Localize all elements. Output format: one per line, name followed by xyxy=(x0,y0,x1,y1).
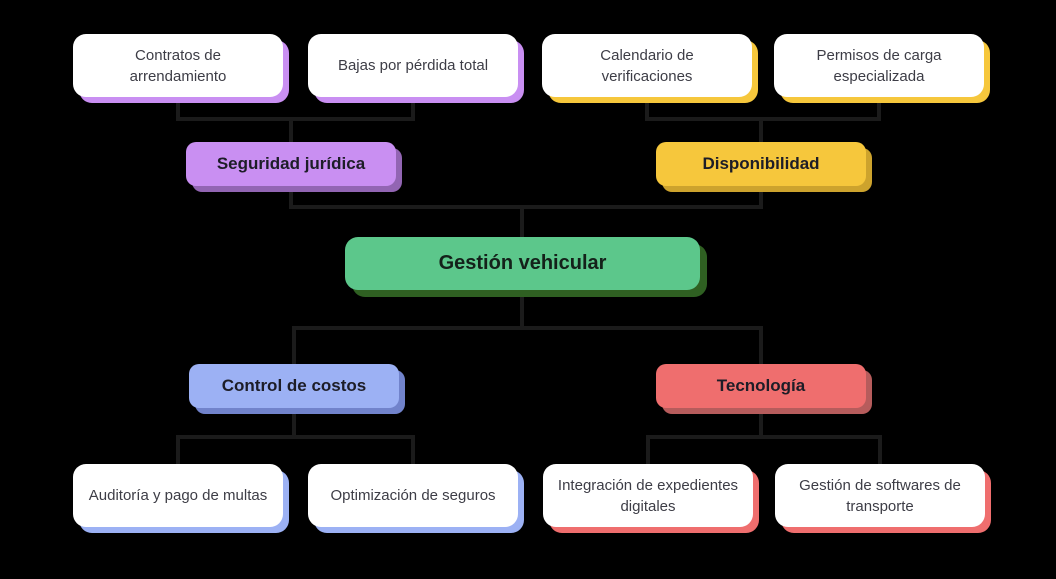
leaf-node-calendario-verificaciones[interactable]: Calendario de verificaciones xyxy=(542,34,752,97)
connector-line xyxy=(646,435,882,439)
leaf-node-label: Integración de expedientes digitales xyxy=(557,476,739,515)
leaf-node-label: Calendario de verificaciones xyxy=(600,46,694,85)
leaf-node-label: Auditoría y pago de multas xyxy=(88,487,268,504)
connector-line xyxy=(645,101,649,119)
branch-node-label: Seguridad jurídica xyxy=(216,154,366,173)
leaf-node-integracion-expedientes[interactable]: Integración de expedientes digitales xyxy=(543,464,753,527)
connector-line xyxy=(520,207,524,237)
connector-line xyxy=(292,408,296,439)
leaf-node-bajas-perdida-total[interactable]: Bajas por pérdida total xyxy=(308,34,518,97)
leaf-node-label: Contratos de arrendamiento xyxy=(129,46,227,85)
connector-line xyxy=(176,117,415,121)
connector-line xyxy=(176,435,415,439)
connector-line xyxy=(176,437,180,464)
leaf-node-label: Gestión de softwares de transporte xyxy=(799,476,961,515)
connector-line xyxy=(759,408,763,439)
leaf-node-auditoria-multas[interactable]: Auditoría y pago de multas xyxy=(73,464,283,527)
root-node-label: Gestión vehicular xyxy=(438,252,607,274)
leaf-node-optimizacion-seguros[interactable]: Optimización de seguros xyxy=(308,464,518,527)
connector-line xyxy=(176,101,180,119)
connector-line xyxy=(877,101,881,119)
connector-line xyxy=(289,119,293,142)
connector-line xyxy=(520,290,524,330)
leaf-node-label: Optimización de seguros xyxy=(330,487,496,504)
connector-line xyxy=(289,186,293,209)
connector-line xyxy=(411,437,415,464)
leaf-node-contratos-arrendamiento[interactable]: Contratos de arrendamiento xyxy=(73,34,283,97)
branch-node-control-de-costos[interactable]: Control de costos xyxy=(189,364,399,408)
leaf-node-permisos-carga[interactable]: Permisos de carga especializada xyxy=(774,34,984,97)
connector-line xyxy=(646,437,650,464)
branch-node-label: Disponibilidad xyxy=(702,154,820,173)
branch-node-seguridad-juridica[interactable]: Seguridad jurídica xyxy=(186,142,396,186)
connector-line xyxy=(289,205,763,209)
leaf-node-label: Bajas por pérdida total xyxy=(337,57,489,74)
branch-node-label: Control de costos xyxy=(221,376,367,395)
leaf-node-gestion-softwares[interactable]: Gestión de softwares de transporte xyxy=(775,464,985,527)
connector-line xyxy=(292,326,763,330)
connector-line xyxy=(411,101,415,119)
connector-line xyxy=(878,437,882,464)
branch-node-label: Tecnología xyxy=(716,376,806,395)
connector-line xyxy=(759,328,763,364)
connector-line xyxy=(759,119,763,142)
connector-line xyxy=(292,328,296,364)
branch-node-disponibilidad[interactable]: Disponibilidad xyxy=(656,142,866,186)
leaf-node-label: Permisos de carga especializada xyxy=(816,46,942,85)
root-node-gestion-vehicular[interactable]: Gestión vehicular xyxy=(345,237,700,290)
branch-node-tecnologia[interactable]: Tecnología xyxy=(656,364,866,408)
connector-line xyxy=(645,117,881,121)
connector-line xyxy=(759,186,763,209)
